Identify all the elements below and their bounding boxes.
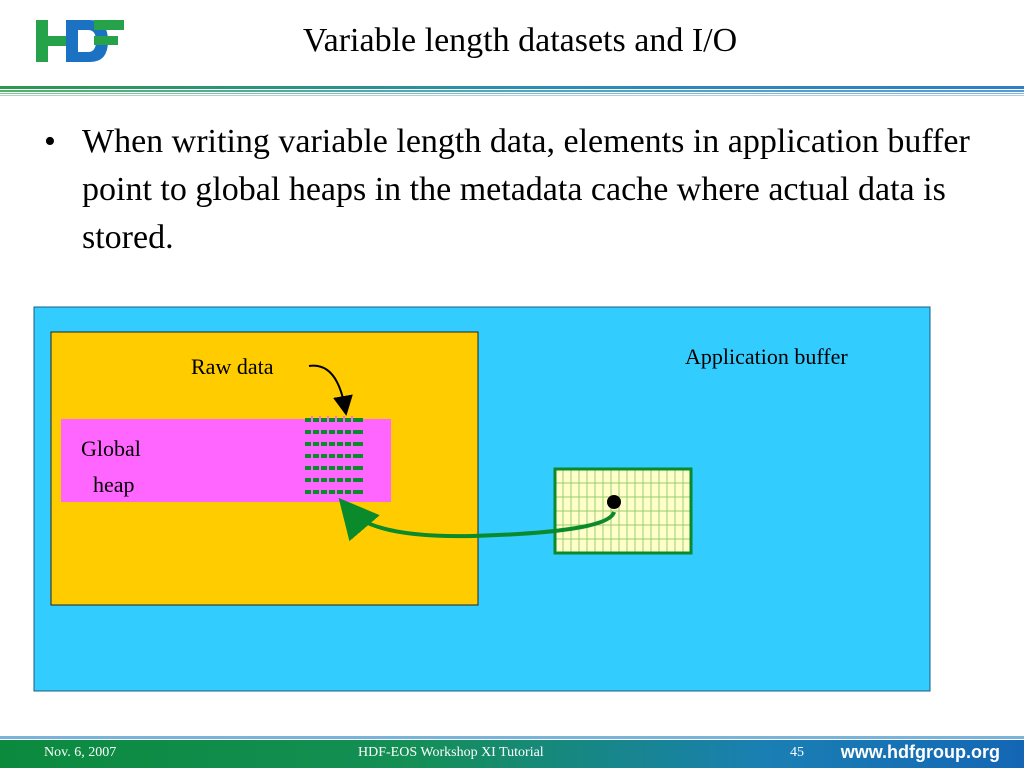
- application-buffer-label: Application buffer: [685, 344, 848, 369]
- footer-url: www.hdfgroup.org: [840, 742, 1000, 762]
- raw-data-cells: [305, 418, 363, 494]
- hdf-logo: [36, 20, 124, 62]
- global-heap-label-line2: heap: [93, 472, 135, 497]
- raw-data-label: Raw data: [191, 354, 274, 379]
- bullet-dot: •: [44, 123, 56, 160]
- pointer-dot: [607, 495, 621, 509]
- header-rule: [0, 86, 1024, 96]
- footer-rule: [0, 736, 1024, 739]
- raw-data-arrow: [308, 364, 353, 416]
- footer-date: Nov. 6, 2007: [44, 745, 117, 760]
- slide-title: Variable length datasets and I/O: [302, 22, 738, 59]
- footer-center: HDF-EOS Workshop XI Tutorial: [358, 745, 544, 760]
- global-heap-label-line1: Global: [81, 436, 141, 461]
- footer-page-number: 45: [790, 745, 804, 760]
- application-buffer-grid: [553, 467, 693, 555]
- pointer-arrow: [338, 497, 616, 542]
- footer-bar: [0, 740, 1024, 768]
- slide-footer: Nov. 6, 2007 HDF-EOS Workshop XI Tutoria…: [0, 736, 1024, 768]
- bullet-text: When writing variable length data, eleme…: [82, 123, 970, 256]
- vl-diagram: Raw data Global heap Application buffer: [33, 306, 931, 692]
